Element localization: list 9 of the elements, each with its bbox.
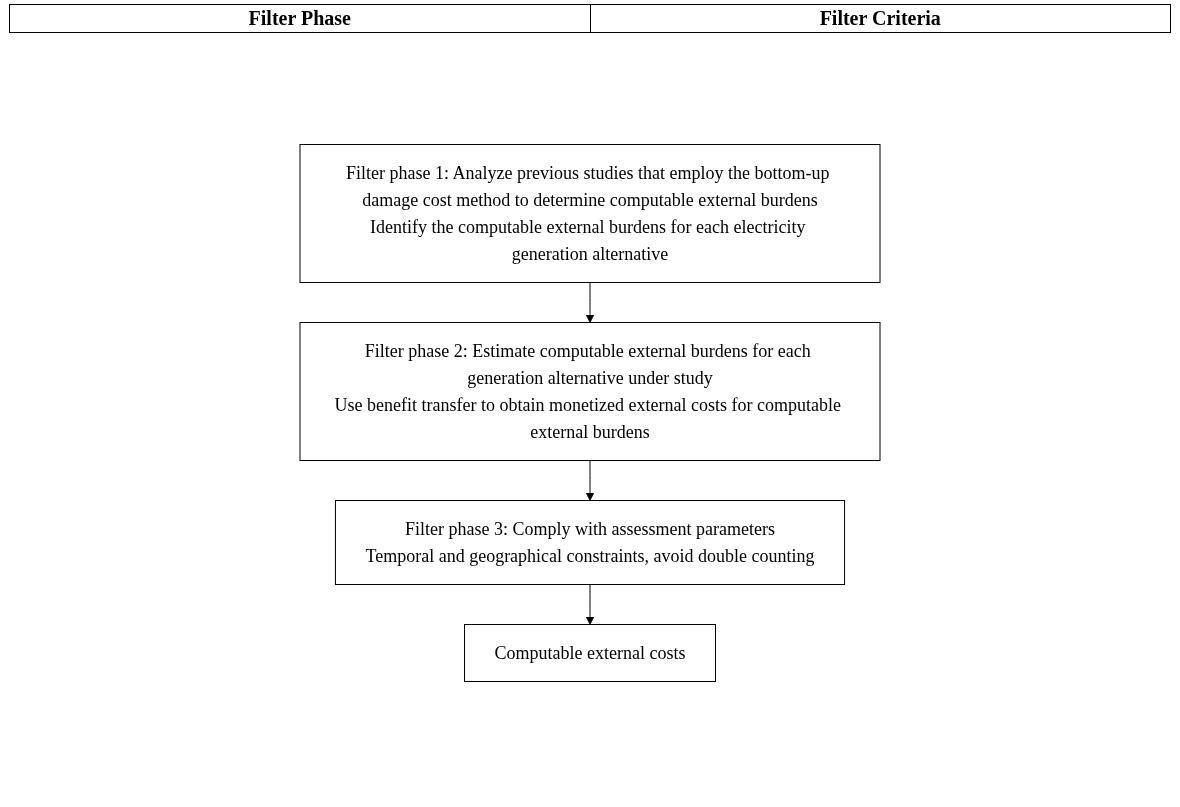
column-header: Filter Phase (247, 6, 352, 31)
node-box: Filter phase 2: Estimate computable external burdens for each generation alternative under study Use benefit transfer to obtain monetized external costs for computable external burdens (299, 322, 881, 461)
node-box: Filter phase 1: Analyze previous studies that employ the bottom-up damage cost method to determine computable external burdens Identify the computable external burdens for each electricity generation alternative (299, 144, 881, 283)
arrow (585, 584, 595, 625)
node-box: Computable external costs (464, 624, 716, 682)
node-box: Filter phase 3: Comply with assessment parameters Temporal and geographical constraints, avoid double counting (334, 500, 846, 585)
column-header: Filter Criteria (589, 5, 1170, 32)
arrow (585, 282, 595, 323)
arrow (585, 460, 595, 501)
